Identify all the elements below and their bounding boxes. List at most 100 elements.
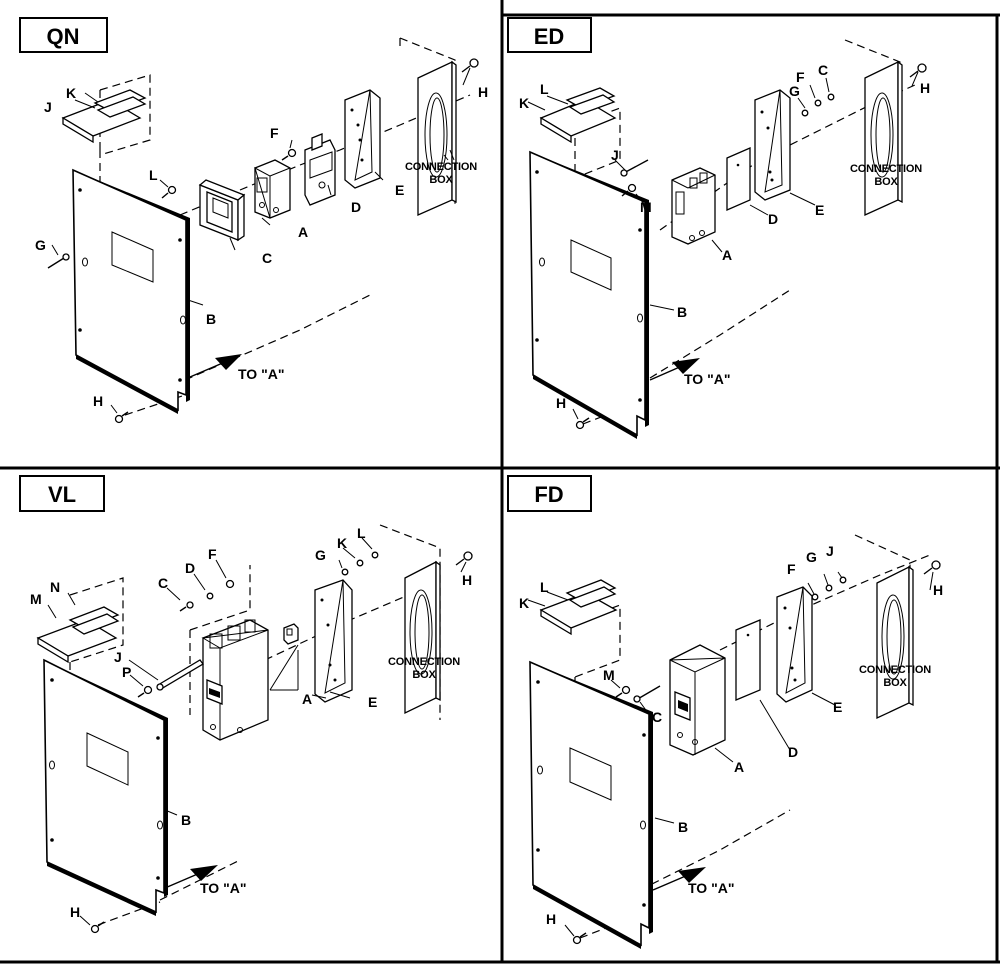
cover-plate — [529, 660, 653, 949]
callout-G: G — [315, 547, 326, 563]
callout-M: M — [640, 199, 652, 215]
dashed-outline — [659, 84, 916, 231]
callout-B: B — [677, 304, 687, 320]
breaker — [671, 167, 716, 245]
screw-icon — [47, 253, 70, 269]
connection-box-label: CONNECTION — [859, 664, 931, 676]
cover-plate — [529, 150, 649, 439]
callout-G: G — [806, 549, 817, 565]
connection-box-label: CONNECTION — [388, 656, 460, 668]
arrow-icon — [649, 358, 700, 381]
panel-title-box — [19, 17, 108, 53]
callout-L: L — [149, 167, 158, 183]
screw-icon — [575, 417, 590, 430]
breaker — [669, 644, 726, 756]
panel-vl: VL — [19, 475, 473, 934]
callout-D: D — [788, 744, 798, 760]
screw-icon — [909, 63, 927, 78]
leader-lines — [51, 67, 471, 414]
callout-H: H — [70, 904, 80, 920]
callout-P: P — [122, 664, 131, 680]
breaker — [254, 159, 291, 219]
screw-icon — [572, 932, 587, 945]
dashed-outline — [189, 565, 251, 715]
dashed-outline — [69, 577, 124, 735]
callout-F: F — [787, 561, 796, 577]
callout-L: L — [540, 81, 549, 97]
barrier-plate — [735, 619, 761, 701]
back-plate — [314, 579, 353, 703]
breaker — [201, 619, 269, 741]
callout-E: E — [395, 182, 404, 198]
callout-L: L — [540, 579, 549, 595]
stud-rod — [156, 659, 204, 691]
cover-plate — [72, 168, 190, 414]
callout-M: M — [30, 591, 42, 607]
dashed-outline — [399, 37, 456, 205]
arrow-icon — [164, 865, 218, 889]
callout-F: F — [796, 69, 805, 85]
connection-box-label: BOX — [883, 677, 907, 689]
screw-icon — [615, 685, 631, 698]
callout-C: C — [652, 709, 662, 725]
callout-J: J — [114, 649, 122, 665]
screw-icon — [341, 551, 379, 576]
barrier-plate — [726, 147, 751, 211]
screw-icon — [281, 148, 297, 161]
screw-icon — [114, 411, 129, 424]
callout-E: E — [368, 694, 377, 710]
callout-D: D — [768, 211, 778, 227]
screw-icon — [621, 183, 637, 197]
callout-F: F — [270, 125, 279, 141]
cover-window — [569, 747, 612, 801]
back-plate — [776, 586, 813, 703]
callout-A: A — [722, 247, 732, 263]
connection-box-plate — [417, 60, 457, 216]
callout-H: H — [920, 80, 930, 96]
callout-G: G — [789, 83, 800, 99]
callout-E: E — [833, 699, 842, 715]
screw-icon — [923, 560, 941, 575]
arrow-icon — [652, 867, 706, 891]
dashed-outline — [844, 39, 901, 200]
callout-D: D — [185, 560, 195, 576]
connection-box-label: CONNECTION — [405, 161, 477, 173]
callout-F: F — [208, 546, 217, 562]
cover-window — [86, 732, 129, 786]
callout-B: B — [206, 311, 216, 327]
callout-A: A — [734, 759, 744, 775]
callout-H: H — [93, 393, 103, 409]
panel-title-box — [19, 475, 105, 512]
screw-icon — [461, 58, 479, 73]
callout-K: K — [337, 535, 347, 551]
screw-icon — [90, 921, 105, 934]
leader-lines — [527, 571, 934, 937]
cover-window — [570, 239, 612, 291]
panel-title: VL — [48, 482, 76, 507]
callout-H: H — [556, 395, 566, 411]
panel-qn: QN — [19, 17, 488, 424]
callout-H: H — [933, 582, 943, 598]
screw-icon — [801, 93, 835, 117]
connection-box-plate — [864, 60, 903, 217]
panel-title-box — [507, 475, 592, 512]
callout-A: A — [302, 691, 312, 707]
callout-L: L — [357, 525, 366, 541]
panel-title-box — [507, 17, 592, 53]
panel-ed: ED — [507, 17, 930, 439]
connection-box-plate — [876, 565, 914, 720]
screw-icon — [455, 551, 473, 566]
callout-J: J — [44, 99, 52, 115]
handle-bracket — [61, 89, 147, 144]
panel-fd: FD — [507, 475, 943, 949]
to-a-label: TO "A" — [684, 371, 730, 387]
screw-icon — [633, 685, 661, 703]
callout-K: K — [66, 85, 76, 101]
callout-H: H — [462, 572, 472, 588]
back-plate — [344, 89, 381, 189]
callout-B: B — [678, 819, 688, 835]
handle-bracket — [539, 87, 617, 144]
leader-lines — [47, 537, 467, 926]
callout-C: C — [262, 250, 272, 266]
